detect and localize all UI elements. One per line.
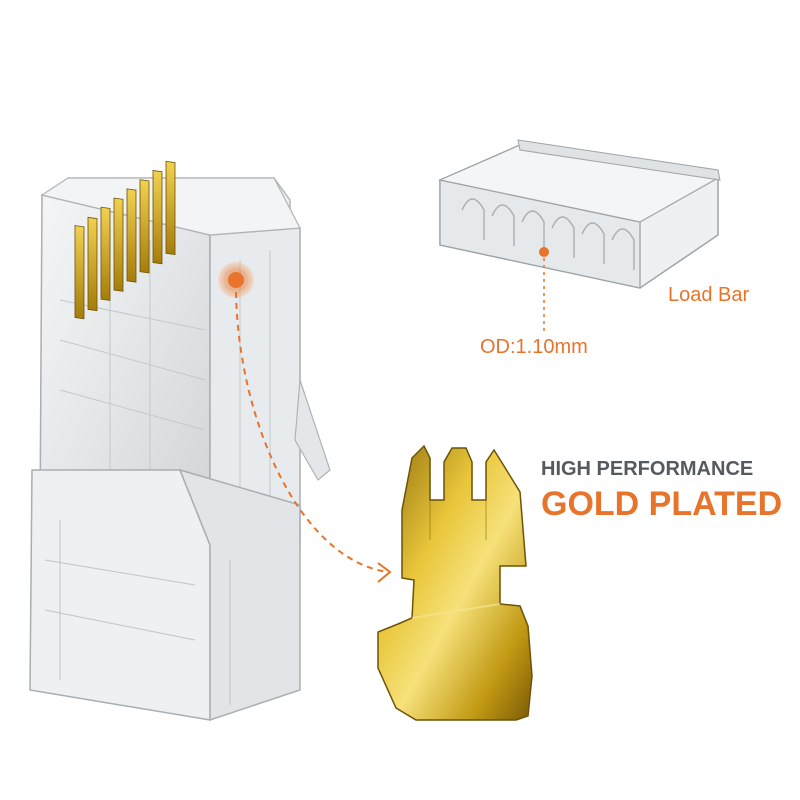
- contact-pins: [74, 160, 176, 320]
- callout-line: [235, 291, 389, 573]
- rj45-connector: [29, 160, 331, 722]
- headline-title: GOLD PLATED: [541, 485, 783, 523]
- callout-arrow-icon: [377, 562, 392, 583]
- headline-subtitle: HIGH PERFORMANCE: [541, 458, 754, 480]
- load-bar: [438, 139, 721, 289]
- load-bar-label: Load Bar: [668, 284, 750, 306]
- pin-marker-dot: [228, 272, 244, 288]
- load-bar-marker-dot: [539, 247, 549, 257]
- outer-diameter-label: OD:1.10mm: [480, 336, 588, 358]
- headline: HIGH PERFORMANCE GOLD PLATED: [541, 458, 782, 524]
- gold-contact-pin: [377, 444, 533, 721]
